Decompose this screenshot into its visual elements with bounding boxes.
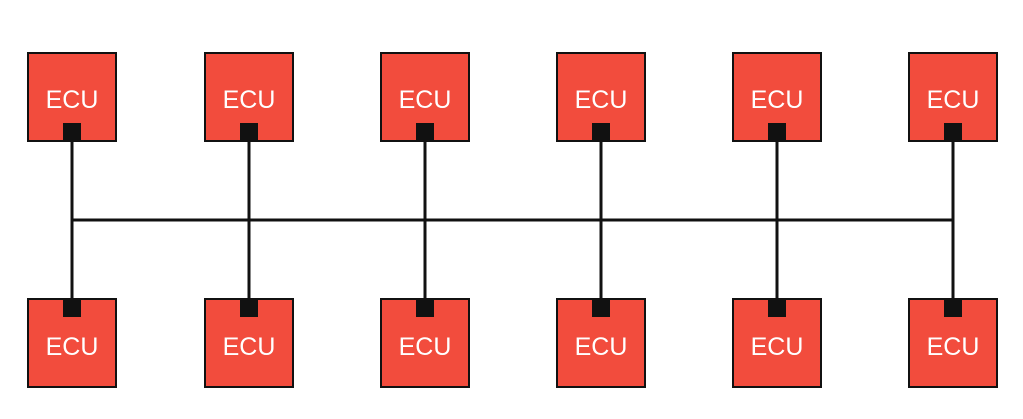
ecu-box: ECU [732, 52, 822, 142]
ecu-port [63, 123, 81, 141]
ecu-label: ECU [399, 86, 452, 114]
ecu-box: ECU [556, 298, 646, 388]
ecu-box: ECU [27, 298, 117, 388]
ecu-label: ECU [751, 333, 804, 361]
ecu-box: ECU [908, 298, 998, 388]
ecu-box: ECU [204, 298, 294, 388]
ecu-box-body [380, 298, 470, 388]
ecu-box: ECU [908, 52, 998, 142]
ecu-box: ECU [732, 298, 822, 388]
ecu-port [63, 299, 81, 317]
ecu-label: ECU [46, 333, 99, 361]
ecu-box: ECU [27, 52, 117, 142]
ecu-box: ECU [204, 52, 294, 142]
ecu-box: ECU [556, 52, 646, 142]
ecu-box: ECU [380, 298, 470, 388]
ecu-boxes: ECU ECU ECU ECU ECU ECU ECU ECU ECU ECU ECU ECU [27, 52, 998, 388]
ecu-box: ECU [380, 52, 470, 142]
ecu-label: ECU [223, 333, 276, 361]
ecu-port [240, 299, 258, 317]
bus-lines [70, 132, 955, 308]
ecu-label: ECU [575, 86, 628, 114]
ecu-port [592, 123, 610, 141]
ecu-label: ECU [751, 86, 804, 114]
ecu-port [240, 123, 258, 141]
ecu-label: ECU [927, 86, 980, 114]
ecu-port [768, 123, 786, 141]
ecu-port [416, 123, 434, 141]
ecu-label: ECU [575, 333, 628, 361]
ecu-port [944, 123, 962, 141]
ecu-port [416, 299, 434, 317]
ecu-box-body [27, 298, 117, 388]
ecu-label: ECU [46, 86, 99, 114]
ecu-port [592, 299, 610, 317]
ecu-label: ECU [399, 333, 452, 361]
ecu-label: ECU [223, 86, 276, 114]
ecu-label: ECU [927, 333, 980, 361]
ecu-port [944, 299, 962, 317]
ecu-port [768, 299, 786, 317]
